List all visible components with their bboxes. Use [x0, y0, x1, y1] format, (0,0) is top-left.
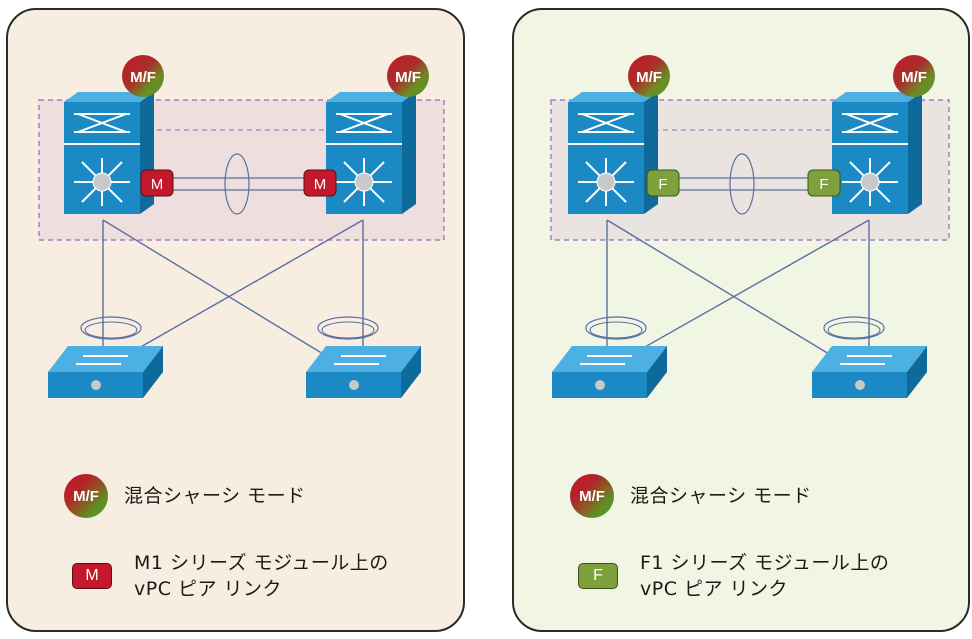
svg-text:M: M	[314, 176, 327, 193]
access-switch-right	[812, 346, 927, 398]
mixed-mode-badge: M/F	[122, 55, 164, 97]
peer-link	[672, 177, 812, 191]
left-topology-diagram: M/F M/F M M	[38, 55, 445, 398]
legend-peer-link: F F1 シリーズ モジュール上の vPC ピア リンク	[578, 550, 889, 602]
mixed-mode-badge: M/F	[893, 55, 935, 97]
access-switch-left	[552, 346, 667, 398]
svg-text:M/F: M/F	[901, 69, 927, 86]
legend-peer-text-line2: vPC ピア リンク	[134, 578, 283, 600]
core-switch-right	[832, 92, 922, 214]
mixed-mode-badge: M/F	[628, 55, 670, 97]
core-switch-right	[326, 92, 416, 214]
svg-text:M/F: M/F	[395, 69, 421, 86]
legend-peer-text: F1 シリーズ モジュール上の vPC ピア リンク	[640, 550, 889, 602]
legend-peer-badge: M	[72, 563, 112, 589]
right-panel: M/F M/F F F M/F 混合シ	[512, 8, 970, 632]
svg-text:F: F	[819, 176, 828, 193]
port-channel-ring	[823, 316, 885, 340]
legend-peer-text-line1: F1 シリーズ モジュール上の	[640, 552, 890, 574]
svg-text:M/F: M/F	[130, 69, 156, 86]
svg-text:F: F	[658, 176, 667, 193]
port-channel-ring	[80, 316, 142, 340]
uplink-lines	[606, 219, 870, 361]
uplink-lines	[102, 219, 364, 361]
right-topology-diagram: M/F M/F F F	[550, 55, 950, 398]
port-channel-ring	[317, 316, 379, 340]
mixed-mode-badge: M/F	[387, 55, 429, 97]
legend-mixed-badge: M/F	[64, 474, 108, 518]
peer-module-badge: F	[807, 169, 841, 197]
peer-link	[168, 177, 306, 191]
legend-mixed-mode: M/F 混合シャーシ モード	[64, 474, 306, 518]
legend-peer-text-line2: vPC ピア リンク	[640, 578, 789, 600]
svg-text:M: M	[151, 176, 164, 193]
left-panel: M/F M/F M M M	[6, 8, 465, 632]
legend-mixed-mode: M/F 混合シャーシ モード	[570, 474, 812, 518]
legend-mixed-text: 混合シャーシ モード	[630, 485, 812, 507]
legend-peer-text: M1 シリーズ モジュール上の vPC ピア リンク	[134, 550, 389, 602]
legend-peer-badge: F	[578, 563, 618, 589]
legend-peer-text-line1: M1 シリーズ モジュール上の	[134, 552, 389, 574]
peer-module-badge: M	[140, 169, 174, 197]
peer-module-badge: F	[646, 169, 680, 197]
legend-peer-link: M M1 シリーズ モジュール上の vPC ピア リンク	[72, 550, 389, 602]
access-switch-left	[48, 346, 163, 398]
port-channel-ring	[585, 316, 647, 340]
access-switch-right	[306, 346, 421, 398]
legend-mixed-text: 混合シャーシ モード	[124, 485, 306, 507]
peer-module-badge: M	[303, 169, 337, 197]
core-switch-left	[64, 92, 154, 214]
legend-mixed-badge: M/F	[570, 474, 614, 518]
svg-text:M/F: M/F	[636, 69, 662, 86]
core-switch-left	[568, 92, 658, 214]
